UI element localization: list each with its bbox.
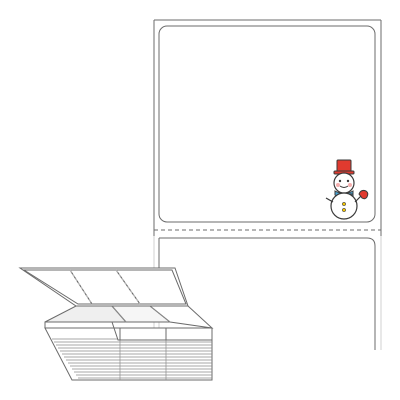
snowman-mouth — [339, 185, 349, 188]
stack-top-dividers — [119, 328, 167, 340]
top-open-sheet — [18, 267, 189, 307]
snowman-eye-left — [338, 179, 342, 183]
top-sheet-perforations — [69, 269, 141, 305]
snowman-arm-left — [325, 197, 334, 203]
snowman-head — [333, 172, 355, 194]
label-liner — [153, 19, 382, 236]
snowman-cheek-right — [348, 183, 352, 187]
snowman-icon — [325, 159, 369, 220]
label-top-rect — [158, 25, 376, 223]
snowman-hat — [336, 159, 352, 173]
fold-section — [44, 305, 214, 329]
fold-crease-lines — [111, 305, 171, 323]
label-top — [158, 25, 376, 223]
snowman-mitten — [358, 189, 369, 200]
label-bottom-outline — [159, 237, 376, 350]
snowman-button-2 — [342, 208, 346, 212]
snowman-button-1 — [342, 202, 346, 206]
snowman-cheek-left — [336, 183, 340, 187]
snowman-body — [330, 192, 358, 220]
snowman-eye-right — [346, 179, 350, 183]
fanfold-stack — [18, 267, 214, 381]
top-sheet-outline — [18, 267, 189, 307]
